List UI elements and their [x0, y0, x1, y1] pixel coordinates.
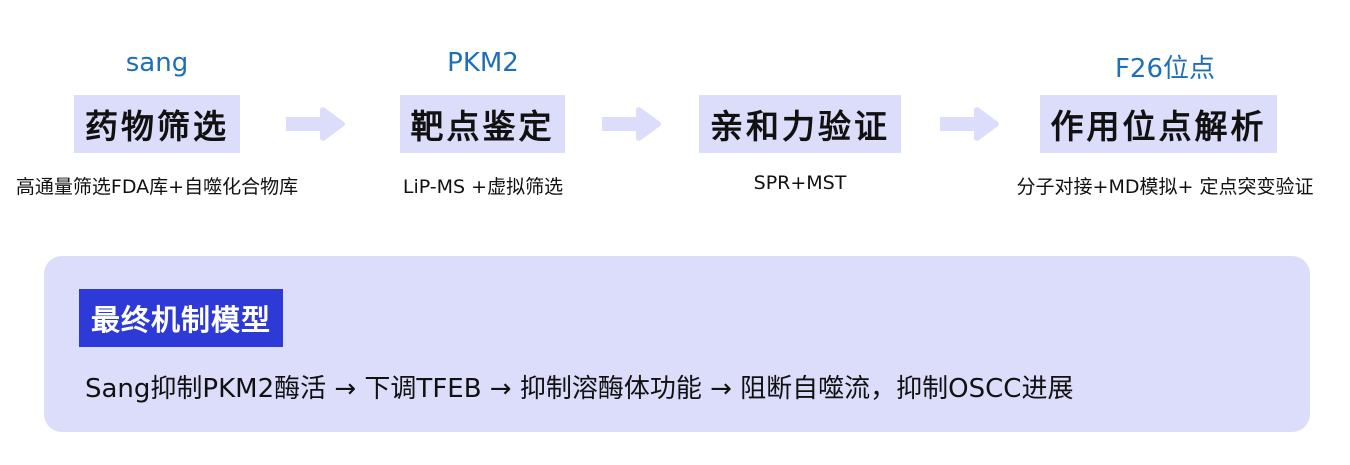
step-target-identification: PKM2 靶点鉴定 LiP-MS +虚拟筛选	[383, 0, 583, 210]
step-title-box: 亲和力验证	[699, 95, 901, 153]
step-title-box: 药物筛选	[74, 95, 240, 153]
step-method: 高通量筛选FDA库+自噬化合物库	[15, 176, 299, 198]
step-affinity-validation: 亲和力验证 SPR+MST	[699, 0, 901, 210]
mechanism-model-card: 最终机制模型 Sang抑制PKM2酶活 → 下调TFEB → 抑制溶酶体功能 →…	[44, 256, 1310, 432]
step-tag: sang	[125, 48, 189, 78]
arrow-right-icon	[940, 107, 999, 141]
step-method: SPR+MST	[753, 172, 847, 194]
step-drug-screening: sang 药物筛选 高通量筛选FDA库+自噬化合物库	[0, 0, 314, 210]
step-tag: F26位点	[1114, 54, 1216, 84]
model-description: Sang抑制PKM2酶活 → 下调TFEB → 抑制溶酶体功能 → 阻断自噬流，…	[85, 374, 1074, 404]
arrow-right-icon	[602, 107, 661, 141]
arrow-right-icon	[286, 107, 345, 141]
step-tag: PKM2	[447, 48, 519, 78]
step-method: 分子对接+MD模拟+ 定点突变验证	[1016, 176, 1314, 198]
step-title-box: 靶点鉴定	[400, 95, 565, 153]
step-binding-site-analysis: F26位点 作用位点解析 分子对接+MD模拟+ 定点突变验证	[980, 0, 1350, 210]
step-title-box: 作用位点解析	[1040, 95, 1277, 153]
model-title-badge: 最终机制模型	[79, 289, 284, 347]
step-method: LiP-MS +虚拟筛选	[402, 176, 564, 198]
